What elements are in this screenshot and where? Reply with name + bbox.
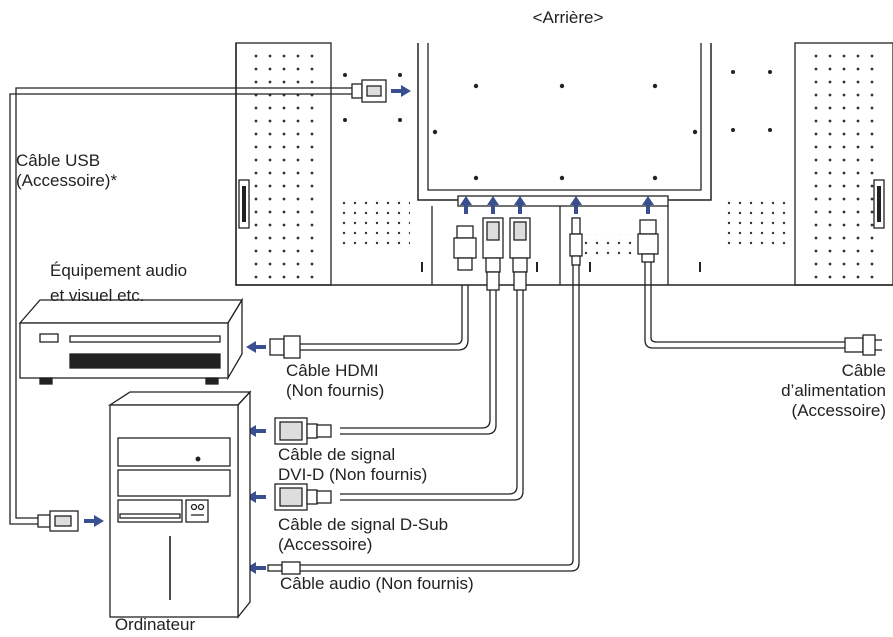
usb-plug-computer xyxy=(37,510,79,532)
hdmi-cable-label: Câble HDMI (Non fournis) xyxy=(286,361,385,400)
power-cable-label: Câble d’alimentation (Accessoire) xyxy=(781,361,886,420)
dsub-plug-end xyxy=(274,483,332,511)
usb-cable-label: Câble USB (Accessoire)* xyxy=(16,151,118,190)
audio-plug-end xyxy=(267,561,301,575)
hdmi-cable xyxy=(300,285,469,351)
monitor-rear xyxy=(235,42,893,286)
hdmi-plug-end xyxy=(269,335,301,359)
audio-cable-label: Câble audio (Non fournis) xyxy=(280,574,474,593)
monitor-plugs xyxy=(453,217,659,291)
diagram-title: <Arrière> xyxy=(532,8,604,27)
usb-cable xyxy=(9,87,352,525)
dsub-cable xyxy=(340,290,524,501)
audio-cable xyxy=(300,265,580,572)
dsub-cable-label: Câble de signal D-Sub (Accessoire) xyxy=(278,515,449,554)
power-cable xyxy=(644,262,845,349)
computer-tower xyxy=(107,390,252,619)
power-plug-end xyxy=(844,334,882,356)
usb-plug-monitor xyxy=(351,79,387,103)
dvi-cable-label: Câble de signal DVI-D (Non fournis) xyxy=(278,445,428,484)
dvi-plug-end xyxy=(274,417,332,445)
computer-label: Ordinateur xyxy=(114,615,196,634)
av-equipment-label: Équipement audio et visuel etc. xyxy=(50,261,188,305)
dvi-cable xyxy=(340,290,497,435)
av-equipment-device xyxy=(18,297,244,385)
arrows xyxy=(84,85,654,574)
